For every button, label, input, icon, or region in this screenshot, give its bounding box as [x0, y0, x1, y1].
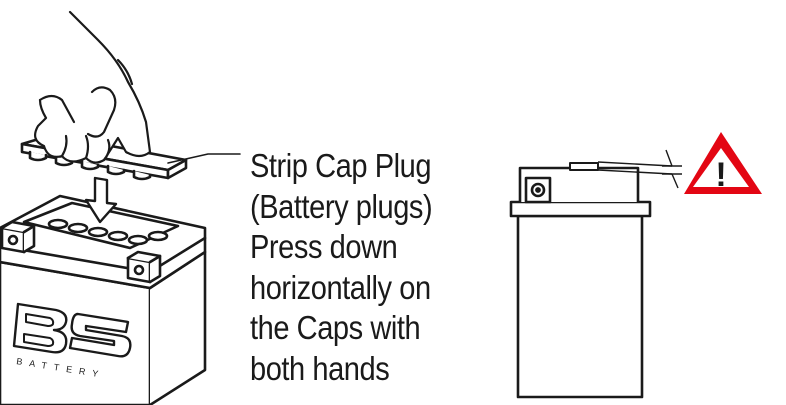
left-terminal — [0, 220, 36, 254]
caption-line-4: horizontally on — [250, 268, 431, 306]
cap-plug-top — [569, 162, 599, 171]
instruction-caption: Strip Cap Plug (Battery plugs) Press dow… — [250, 146, 479, 389]
warning-symbol: ! — [715, 156, 726, 194]
leader-line — [167, 153, 241, 164]
caption-line-6: both hands — [250, 349, 390, 387]
battery-illustration: BATTERY — [0, 10, 241, 405]
caption-line-2: (Battery plugs) — [250, 187, 433, 225]
gap-indicator — [597, 149, 682, 189]
battery-lid — [509, 200, 652, 218]
right-terminal — [126, 250, 162, 284]
caption-line-5: the Caps with — [250, 309, 421, 346]
hand-icon — [33, 10, 152, 164]
warning-sign-icon: ! — [684, 132, 762, 194]
battery-body — [516, 214, 644, 399]
press-down-arrow — [84, 176, 118, 224]
caption-line-3: Press down — [250, 228, 398, 265]
battery-side-view — [509, 149, 682, 399]
caption-line-1: Strip Cap Plug — [250, 147, 432, 184]
cell-holes — [47, 218, 169, 246]
